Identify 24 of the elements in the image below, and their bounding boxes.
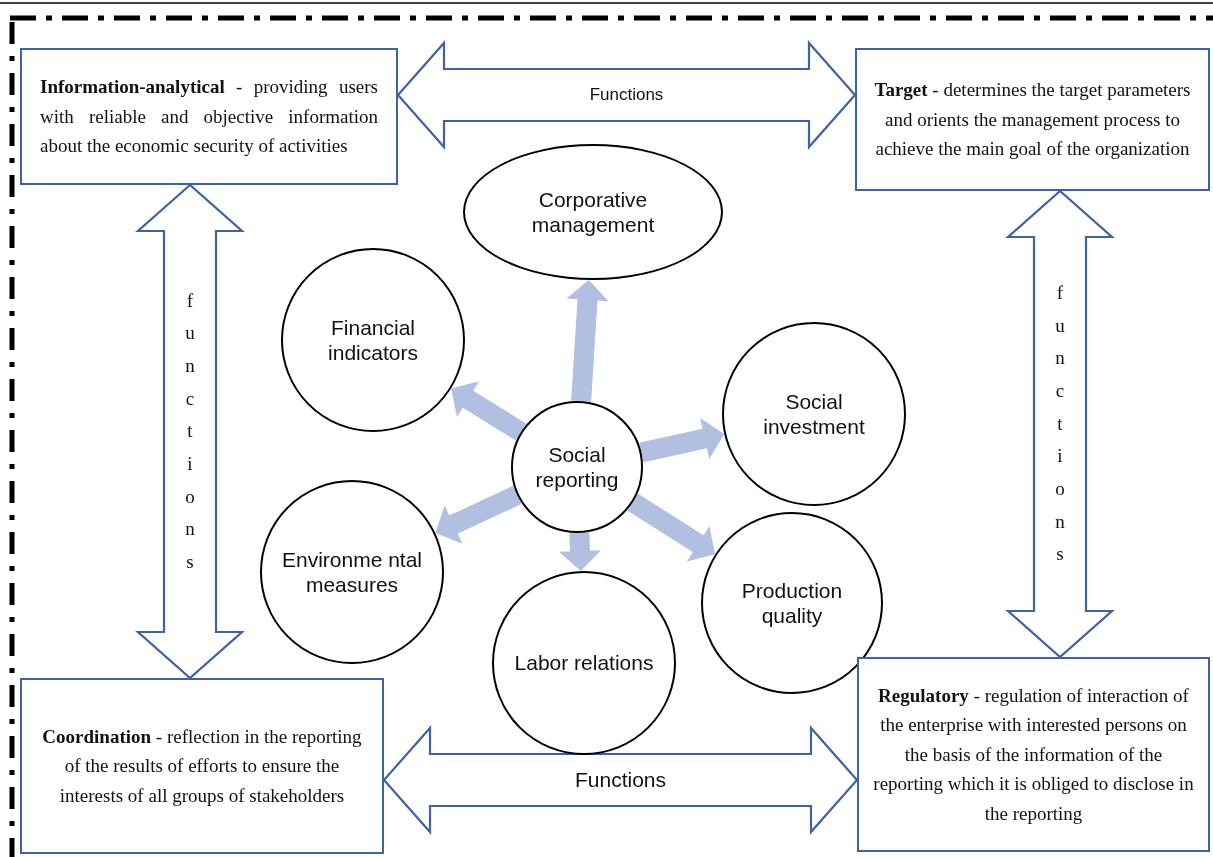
topic-label: Labor relations — [514, 650, 654, 676]
topic-label: Production quality — [740, 577, 844, 629]
function-box — [857, 657, 1210, 852]
topic-label: Environme ntal measures — [280, 546, 424, 598]
block-arrow — [135, 183, 245, 680]
function-description: Target - determines the target parameters and orients the management process to achieve the main goal of the organization — [873, 78, 1192, 162]
topic-label: Social reporting — [534, 441, 620, 493]
topic-label: Social investment — [762, 388, 866, 440]
block-arrow — [559, 532, 601, 572]
topic-label: Financial indicators — [327, 314, 419, 366]
block-arrow — [566, 279, 609, 402]
block-arrow — [639, 417, 725, 463]
function-description: Coordination - reflection in the reporting of the results of efforts to ensure the interests of all groups of stakeholders — [41, 724, 363, 808]
block-arrow — [396, 40, 857, 150]
function-description: Information-analytical - providing users with reliable and objective information about the economic security of activities — [40, 75, 378, 159]
block-arrow — [451, 381, 527, 441]
function-box — [855, 48, 1210, 191]
function-box — [20, 48, 398, 185]
block-arrow — [627, 493, 716, 562]
function-box — [20, 678, 384, 854]
block-arrow — [435, 485, 522, 544]
topic-label: Corporative management — [530, 186, 656, 238]
function-description: Regulatory - regulation of interaction of the enterprise with interested persons on the basis of the information of the reporting which it is obliged to disclose in the reporting — [872, 683, 1195, 826]
block-arrow — [382, 725, 859, 835]
